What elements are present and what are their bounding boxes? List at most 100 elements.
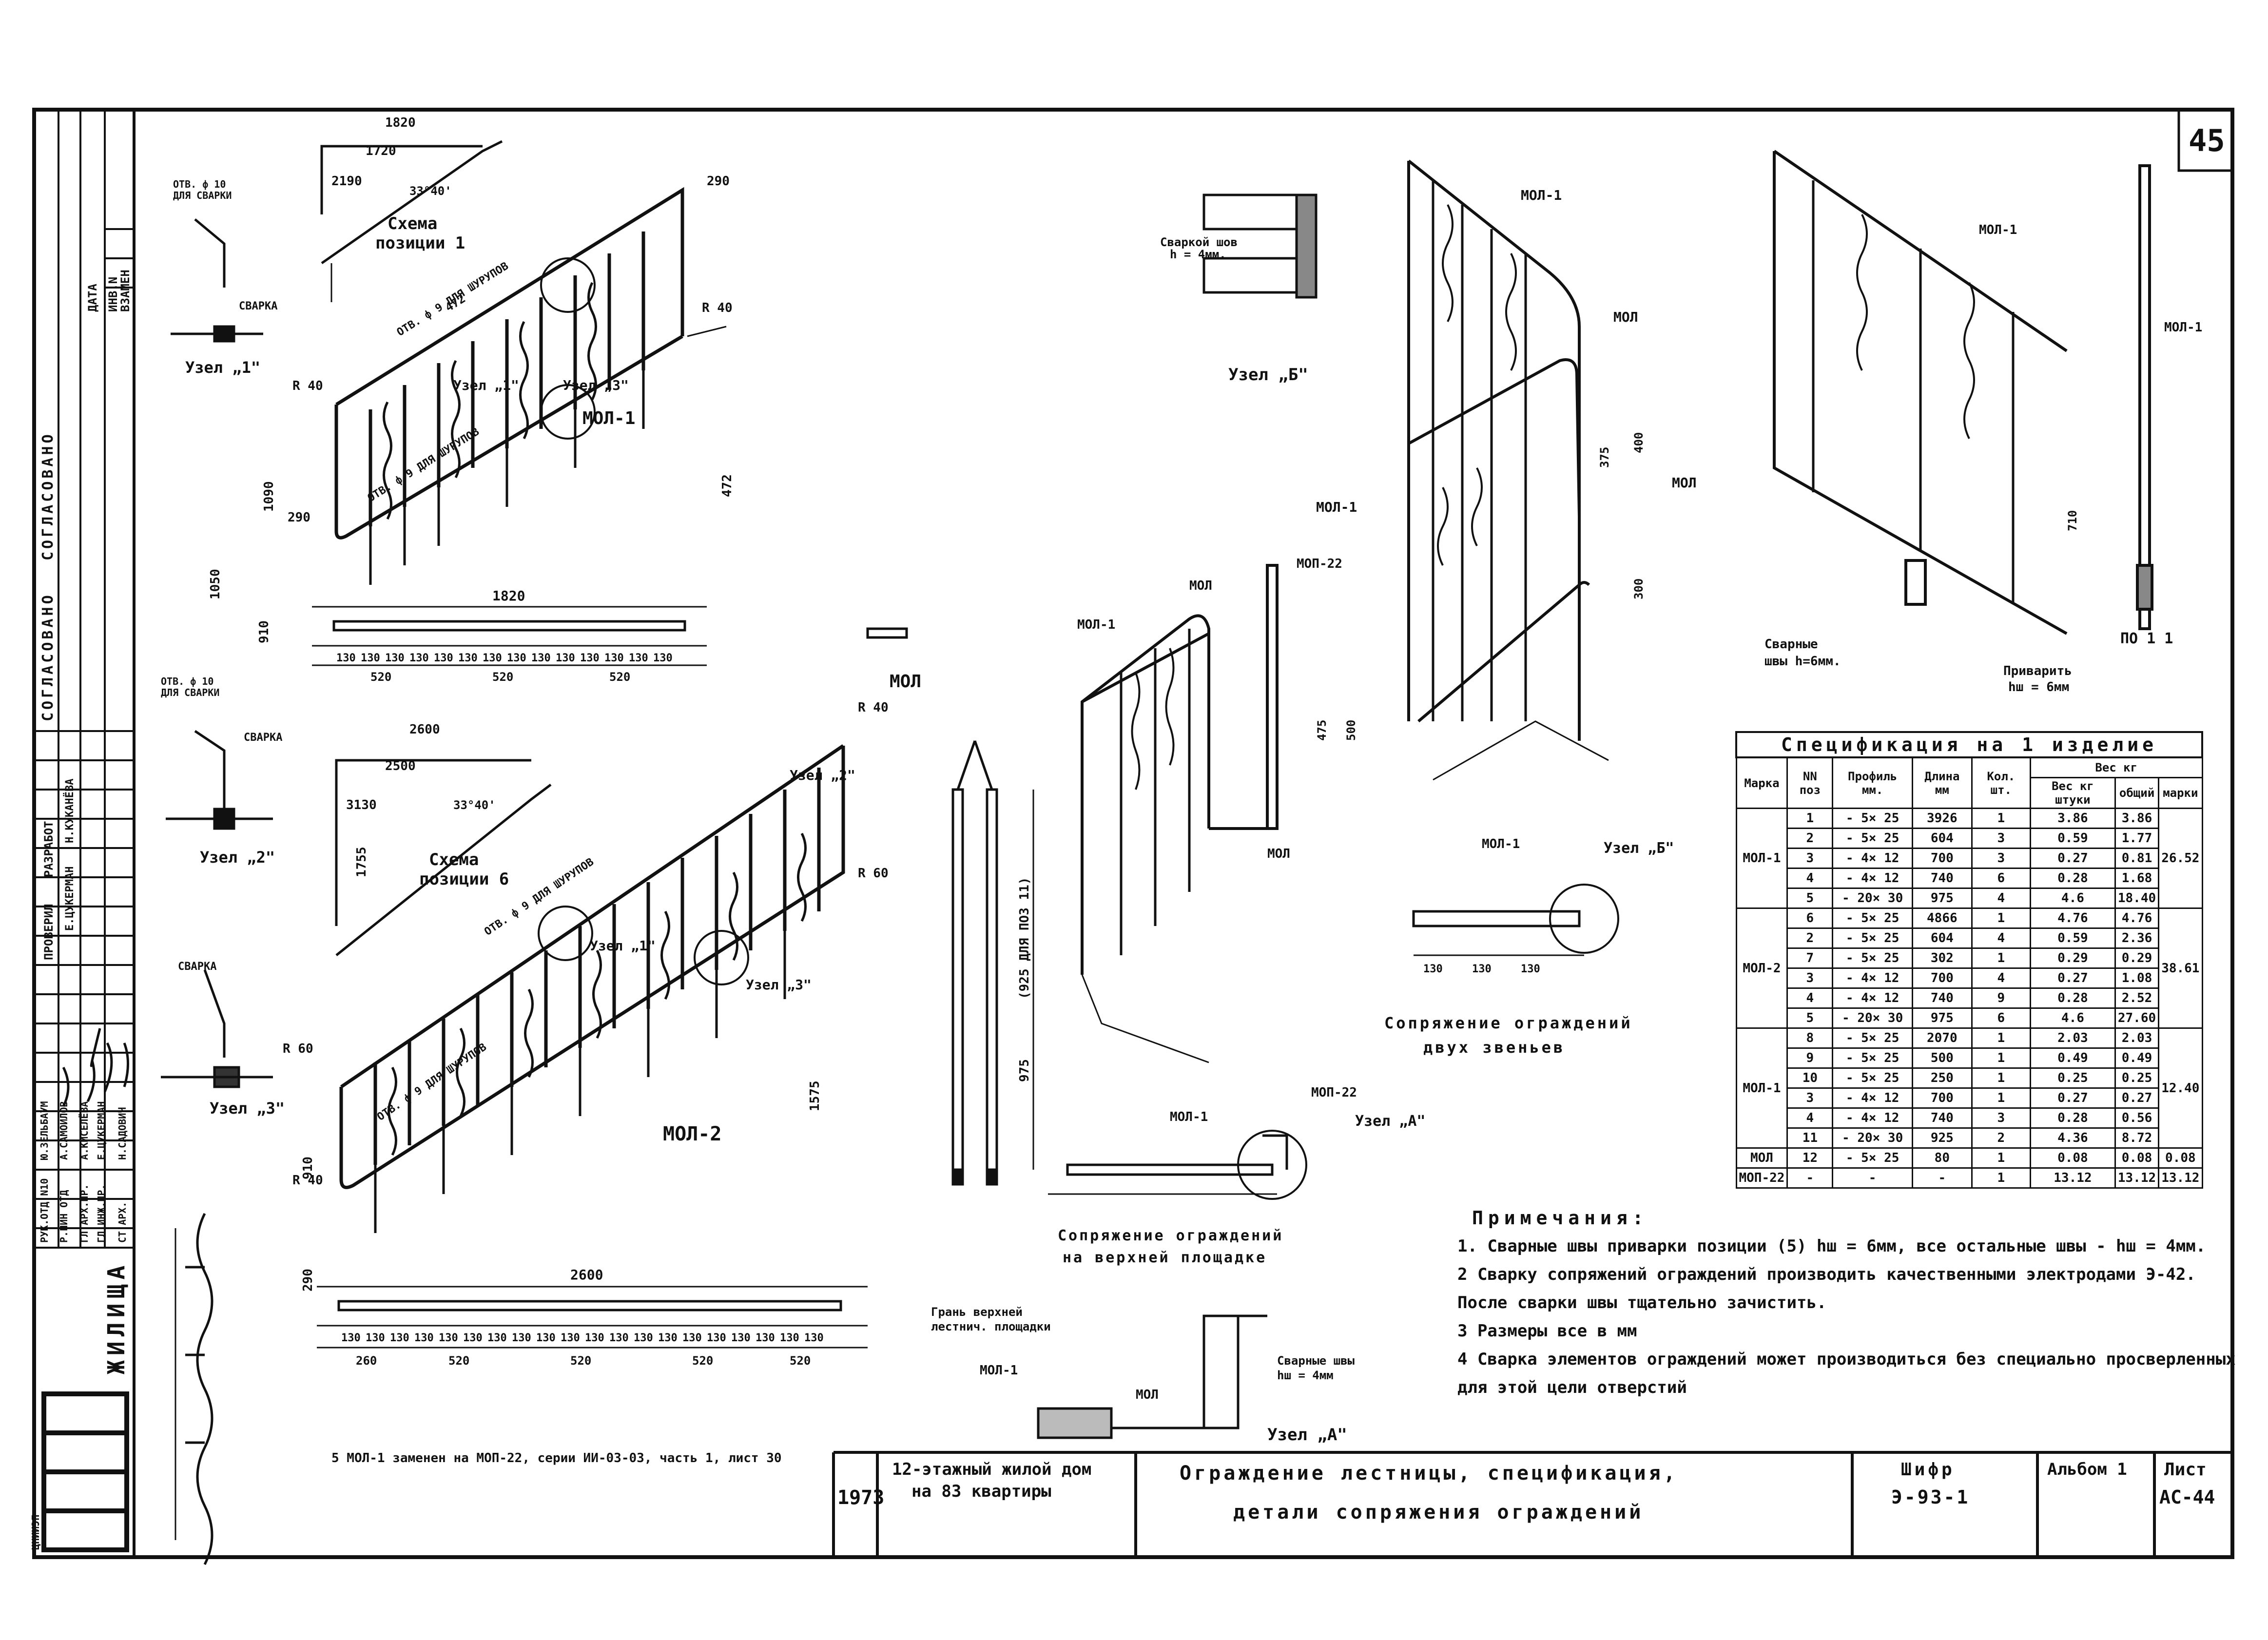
spec-mark: МОЛ-1 (1735, 808, 1788, 909)
node2-label: Узел „2" (200, 848, 275, 867)
svg-text:130: 130 (609, 1332, 629, 1344)
note-item: 1. Сварные швы приварки позиции (5) hш =… (1457, 1236, 2206, 1256)
cniiep-logo (41, 1391, 129, 1552)
svg-text:130: 130 (756, 1332, 775, 1344)
welded-seams-4-h: hш = 4мм (1277, 1369, 1334, 1382)
stamp-signer-name-3: А.КИСЕЛЁВА (78, 1101, 90, 1160)
dim-925-note: (925 ДЛЯ ПОЗ 11) (1017, 877, 1032, 999)
mol1-label-mid: МОЛ-1 (1077, 617, 1115, 632)
spec-mark: МОЛ-2 (1735, 907, 1788, 1029)
title-project-1: 12-этажный жилой дом (892, 1460, 1092, 1479)
dim-1720: 1720 (366, 144, 396, 158)
svg-text:130: 130 (634, 1332, 653, 1344)
node2-label-mol2: Узел „2" (790, 767, 855, 783)
dim-1820-top: 1820 (385, 116, 416, 130)
title-main-1: Ограждение лестницы, спецификация, (1180, 1462, 1678, 1485)
dim-1755: 1755 (354, 847, 369, 877)
svg-text:130: 130 (556, 652, 575, 664)
node2-otv: ОТВ. ф 10 (161, 675, 213, 687)
stamp-name-2: Е.ЦУКЕРМАН (64, 867, 76, 931)
svg-text:520: 520 (448, 1354, 469, 1368)
spec-header-piece: Вес кг штуки (2029, 777, 2116, 809)
angle-mol2: 33°40' (453, 798, 496, 812)
node2-for-weld: ДЛЯ СВАРКИ (161, 687, 219, 698)
spec-header-pos: NN поз (1786, 756, 1834, 809)
r40-mol2-right: R 40 (858, 700, 889, 715)
welded-seams-4: Сварные швы (1277, 1354, 1355, 1368)
scheme-position-1 (320, 140, 503, 302)
welded-seams-6: Сварные (1764, 637, 1818, 652)
scheme6-title: Схема (429, 850, 479, 869)
note-item: 3 Размеры все в мм (1457, 1321, 1637, 1341)
node1-label: Узел „1" (185, 358, 260, 377)
r40-mol1-right: 290 (707, 174, 730, 189)
spec-mark: МОП-22 (1735, 1167, 1788, 1189)
svg-text:130: 130 (483, 652, 502, 664)
stamp-signer-name-1: Ю.ЗЕЛЬБАУМ (39, 1101, 50, 1160)
title-block-frame (832, 1451, 2232, 1557)
svg-text:130: 130 (1521, 963, 1540, 975)
svg-text:130: 130 (682, 1332, 702, 1344)
stamp-name-1: Н.КУКАНЁВА (63, 779, 76, 843)
svg-text:520: 520 (370, 670, 391, 684)
stamp-signer-name-4: Е.ЦУКЕРМАН (96, 1101, 107, 1160)
spec-header-profile: Профиль мм. (1832, 756, 1913, 809)
title-album: Альбом 1 (2047, 1460, 2127, 1479)
node1-for-weld: ДЛЯ СВАРКИ (173, 190, 232, 201)
dim-375: 375 (1598, 447, 1611, 468)
node1-otv: ОТВ. ф 10 (173, 178, 226, 190)
svg-text:130: 130 (561, 1332, 580, 1344)
join-upper-landing (1048, 1130, 1307, 1200)
stamp-inv: ИНВ.N (106, 277, 120, 312)
node3-label: Узел „3" (210, 1099, 285, 1118)
svg-text:130: 130 (366, 1332, 385, 1344)
spec-header-total: общий (2114, 777, 2160, 809)
node1-svarka: СВАРКА (239, 300, 277, 312)
dim-2190: 2190 (331, 174, 362, 189)
spec-mark-total: 38.61 (2158, 907, 2203, 1029)
mol-label-bottom: МОЛ (1267, 847, 1290, 861)
po11-label: ПО 1 1 (2120, 630, 2173, 647)
mol1-label-node-a: МОЛ-1 (980, 1363, 1018, 1378)
svg-text:130: 130 (385, 652, 405, 664)
svg-text:520: 520 (492, 670, 513, 684)
stamp-signer-role-1: РУК.ОТД.N10 (39, 1178, 50, 1243)
svg-text:130: 130 (1472, 963, 1492, 975)
svg-text:130: 130 (390, 1332, 409, 1344)
otv9-mol1-top: ОТВ. ф 9 ДЛЯ ШУРУПОВ (395, 260, 511, 339)
railing-perspective-right (1407, 159, 1609, 781)
join-two-subtitle: двух звеньев (1423, 1038, 1565, 1057)
page-number: 45 (2189, 123, 2225, 158)
mol1-strip-dims: 130 130 130 130 130 130 130 130 130 130 … (336, 652, 673, 684)
join-two-spans (1412, 884, 1619, 956)
mol2-strip-dims: 130 130 130 130 130 130 130 130 130 130 … (341, 1332, 824, 1368)
svg-text:130: 130 (580, 652, 600, 664)
page-number-box (2177, 108, 2234, 172)
stamp-agreed-1: СОГЛАСОВАНО (39, 431, 57, 560)
stamp-agreed-2: СОГЛАСОВАНО (39, 592, 57, 721)
dim-400: 400 (1632, 432, 1646, 453)
upper-edge-label-2: лестнич. площадки (931, 1320, 1051, 1333)
svg-text:130: 130 (487, 1332, 507, 1344)
mol2-railing-drawing (339, 744, 845, 1233)
svg-text:130: 130 (1423, 963, 1443, 975)
dim-1090-mol1: 1050 (208, 569, 223, 599)
weld-to-label: Приварить (2003, 664, 2072, 678)
mop22-label-upper: МОП-22 (1311, 1085, 1357, 1100)
mol1-label-join: МОЛ-1 (1482, 837, 1520, 851)
dim-500: 500 (1344, 720, 1358, 741)
dim-710: 710 (2066, 510, 2079, 531)
weld-seam-h: h = 4мм. (1170, 248, 1226, 261)
node3-label-mol2: Узел „3" (746, 977, 812, 993)
upper-edge-label: Грань верхней (931, 1305, 1023, 1319)
spec-mark: МОЛ (1735, 1147, 1788, 1169)
mol1-flat-strip (312, 606, 707, 666)
